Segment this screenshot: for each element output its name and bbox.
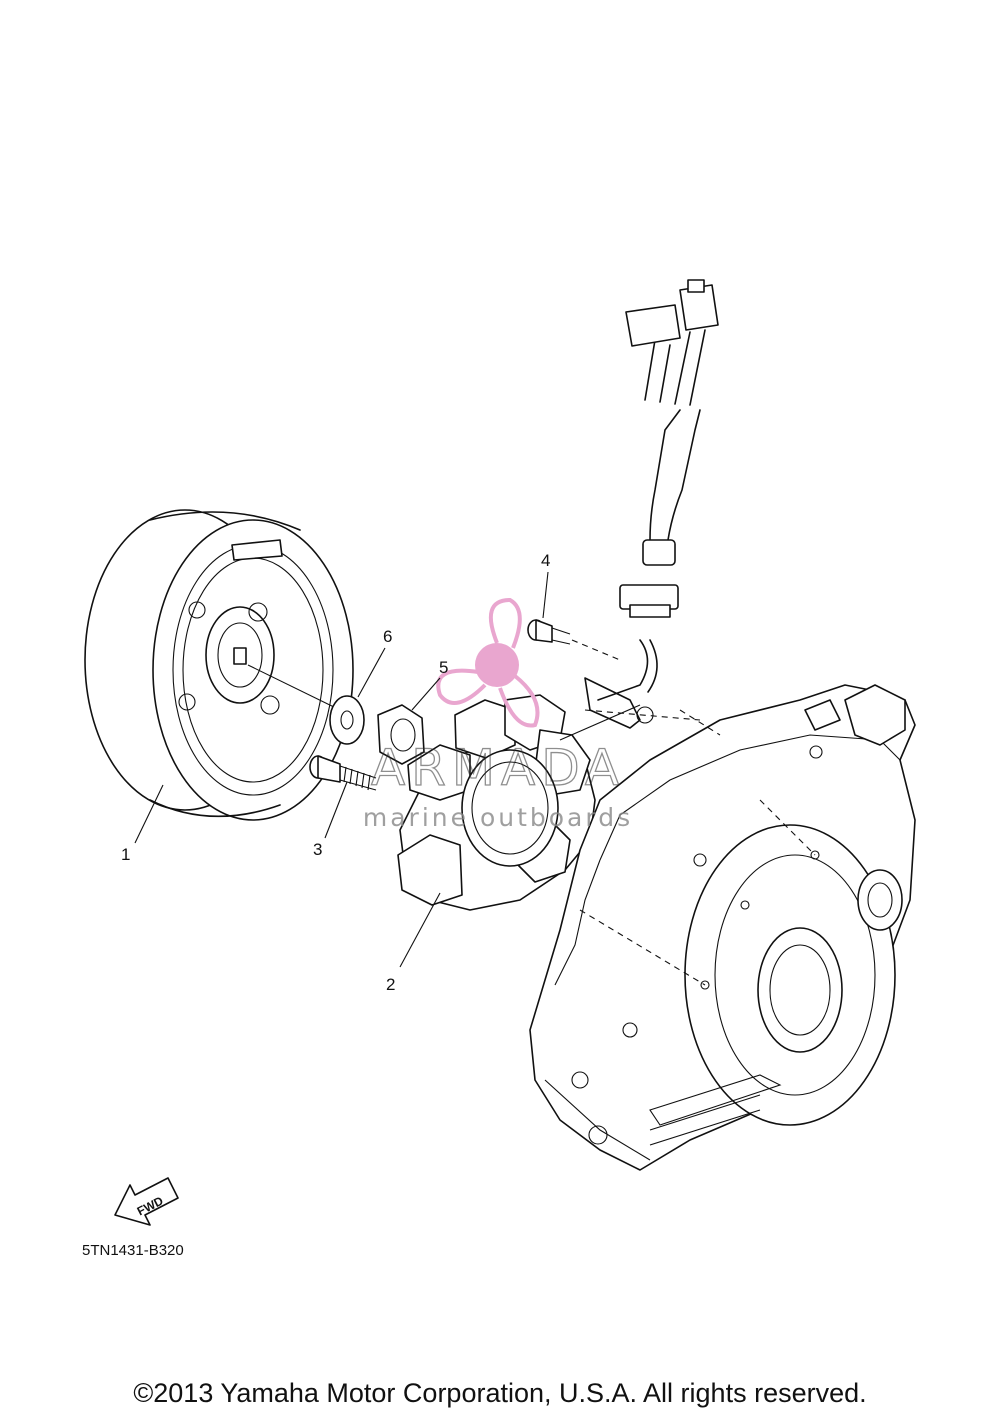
screw-4 [527, 619, 621, 661]
washer [329, 695, 365, 745]
callout-numbers: 1 2 3 4 5 6 [121, 551, 550, 994]
watermark-tagline: marine outboards [363, 803, 633, 832]
callout-1: 1 [121, 845, 130, 864]
screw-3 [309, 755, 377, 791]
callout-6: 6 [383, 627, 392, 646]
callout-2: 2 [386, 975, 395, 994]
stator-assembly [397, 677, 654, 911]
watermark-brand: ARMADA [371, 739, 625, 797]
callout-4: 4 [541, 551, 550, 570]
watermark-propeller-hub [475, 643, 519, 687]
leader-lines [134, 571, 549, 968]
flywheel-rotor [84, 509, 354, 821]
crankcase-cover [529, 684, 916, 1171]
wire-harness [584, 279, 719, 721]
diagram-code: 5TN1431-B320 [82, 1242, 184, 1259]
nut [377, 704, 425, 765]
fwd-arrow-icon: FWD [114, 1177, 179, 1226]
callout-5: 5 [439, 658, 448, 677]
watermark-propeller-blades [436, 597, 540, 728]
copyright-notice: ©2013 Yamaha Motor Corporation, U.S.A. A… [133, 1378, 867, 1408]
callout-3: 3 [313, 840, 322, 859]
watermark-logo: ARMADA marine outboards [363, 597, 633, 832]
